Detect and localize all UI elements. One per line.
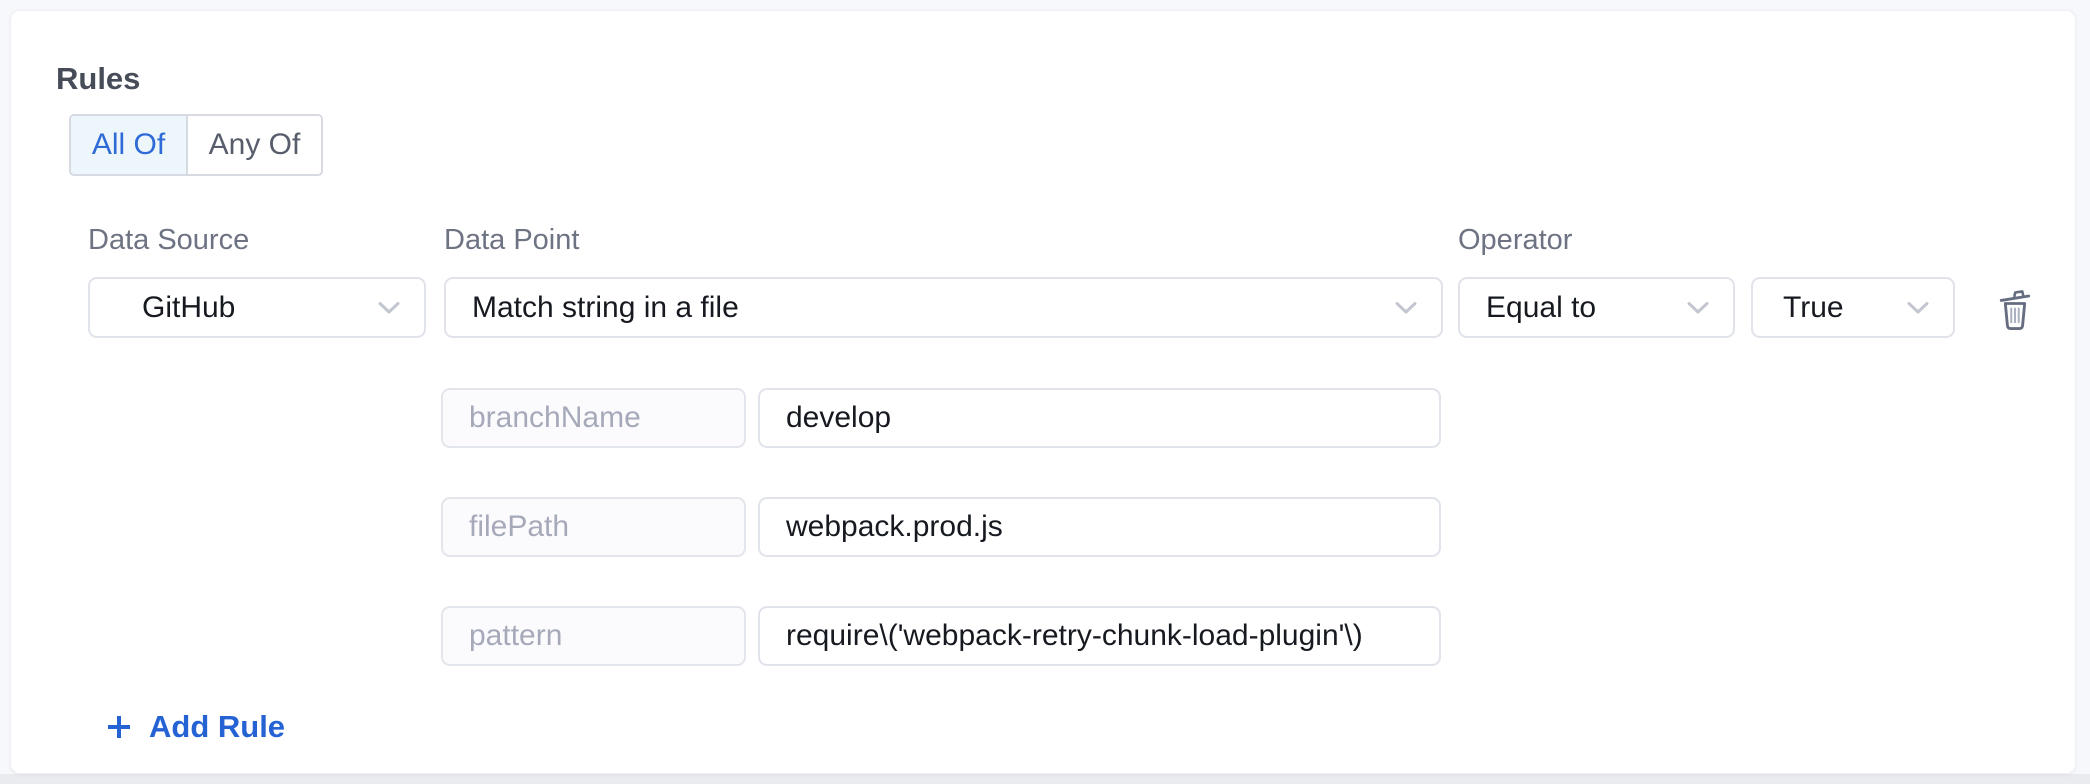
operator-select[interactable]: Equal to (1458, 277, 1735, 338)
page-bottom-strip (0, 774, 2090, 784)
operator-label: Operator (1458, 224, 1573, 256)
chevron-down-icon (1907, 301, 1929, 313)
data-point-value: Match string in a file (472, 290, 739, 324)
param-value-filepath-input[interactable] (758, 497, 1441, 557)
trash-icon (1999, 290, 2031, 331)
param-value-pattern-input[interactable] (758, 606, 1441, 666)
expected-value: True (1783, 290, 1844, 324)
chevron-down-icon (1395, 301, 1417, 313)
add-rule-button[interactable]: Add Rule (104, 708, 285, 746)
rules-card: Rules All Of Any Of Data Source Data Poi… (10, 10, 2076, 774)
plus-icon (108, 716, 130, 738)
data-point-select[interactable]: Match string in a file (444, 277, 1443, 338)
chevron-down-icon (1687, 301, 1709, 313)
delete-rule-button[interactable] (1993, 285, 2037, 333)
expected-value-select[interactable]: True (1751, 277, 1955, 338)
operator-value: Equal to (1486, 290, 1597, 324)
param-value-branchname-input[interactable] (758, 388, 1441, 448)
rules-section-title: Rules (56, 61, 141, 96)
param-key-filepath: filePath (441, 497, 746, 557)
data-source-value: GitHub (142, 290, 236, 324)
param-key-branchname: branchName (441, 388, 746, 448)
any-of-button[interactable]: Any Of (186, 116, 321, 174)
param-key-pattern: pattern (441, 606, 746, 666)
match-mode-segmented-control: All Of Any Of (69, 114, 323, 176)
data-point-label: Data Point (444, 224, 580, 256)
data-source-label: Data Source (88, 224, 250, 256)
add-rule-label: Add Rule (149, 709, 286, 744)
chevron-down-icon (378, 301, 400, 313)
all-of-button[interactable]: All Of (71, 116, 186, 174)
data-source-select[interactable]: GitHub (88, 277, 426, 338)
